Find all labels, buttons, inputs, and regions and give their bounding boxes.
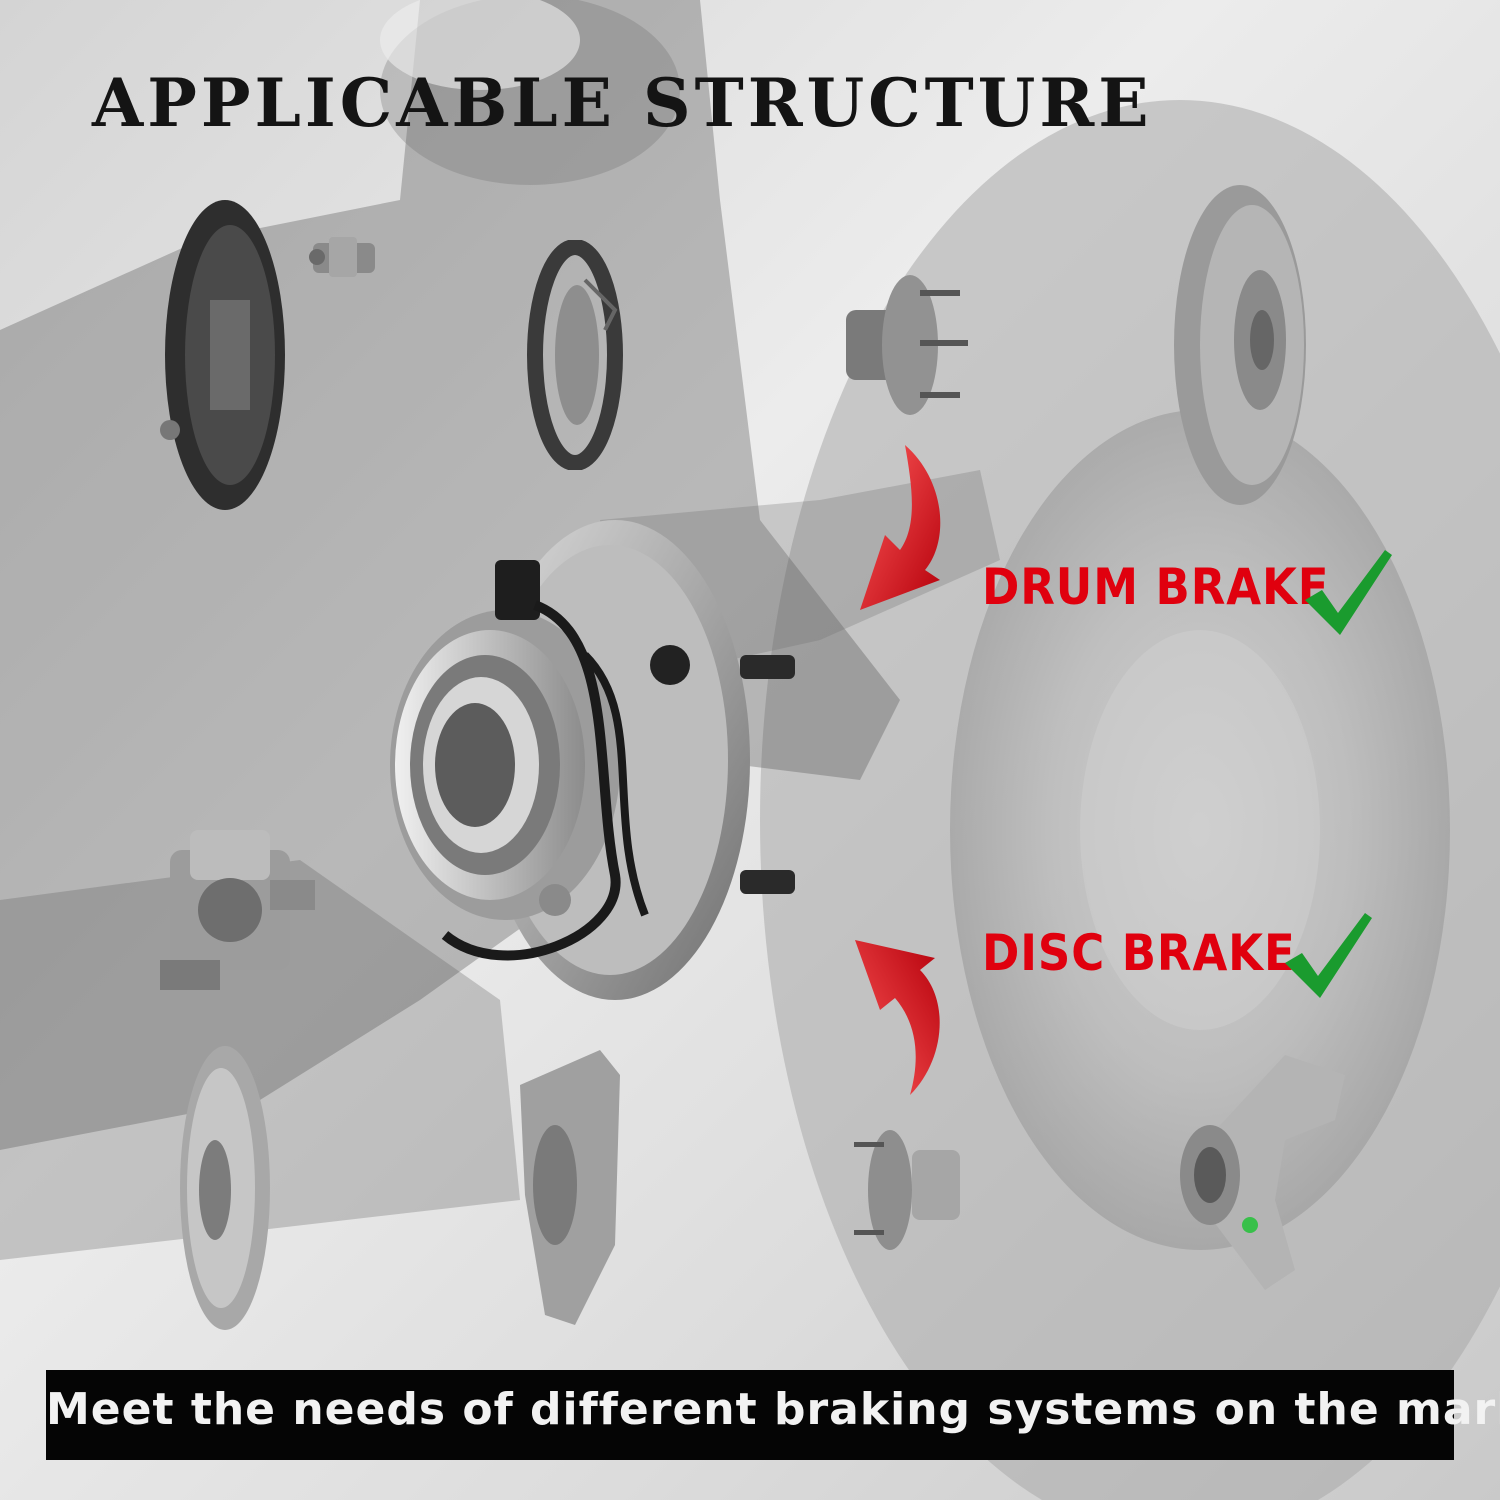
bottom-banner: Meet the needs of different braking syst… <box>46 1370 1500 1460</box>
backing-plate-part <box>160 200 285 510</box>
banner-text: Meet the needs of different braking syst… <box>46 1384 1500 1435</box>
check-icon <box>1285 913 1372 998</box>
wheel-hub-bearing <box>390 520 795 1000</box>
steering-knuckle-part <box>1180 1055 1345 1290</box>
curved-arrow-up-icon <box>855 940 940 1095</box>
wheel-cylinder-part <box>309 237 375 277</box>
drum-brake-label: DRUM BRAKE <box>982 558 1330 616</box>
curved-arrow-down-icon <box>860 445 941 610</box>
brake-shoes-part <box>527 240 623 470</box>
brake-rotor-part <box>180 1046 270 1330</box>
page-title: APPLICABLE STRUCTURE <box>92 64 1153 142</box>
disc-brake-label: DISC BRAKE <box>982 924 1296 982</box>
check-icon <box>1305 550 1392 635</box>
front-hub-part <box>854 1130 960 1250</box>
dust-shield-part <box>520 1050 620 1325</box>
brake-caliper-part <box>160 830 315 990</box>
brake-drum-part <box>1174 185 1306 505</box>
rear-hub-part <box>846 275 968 415</box>
